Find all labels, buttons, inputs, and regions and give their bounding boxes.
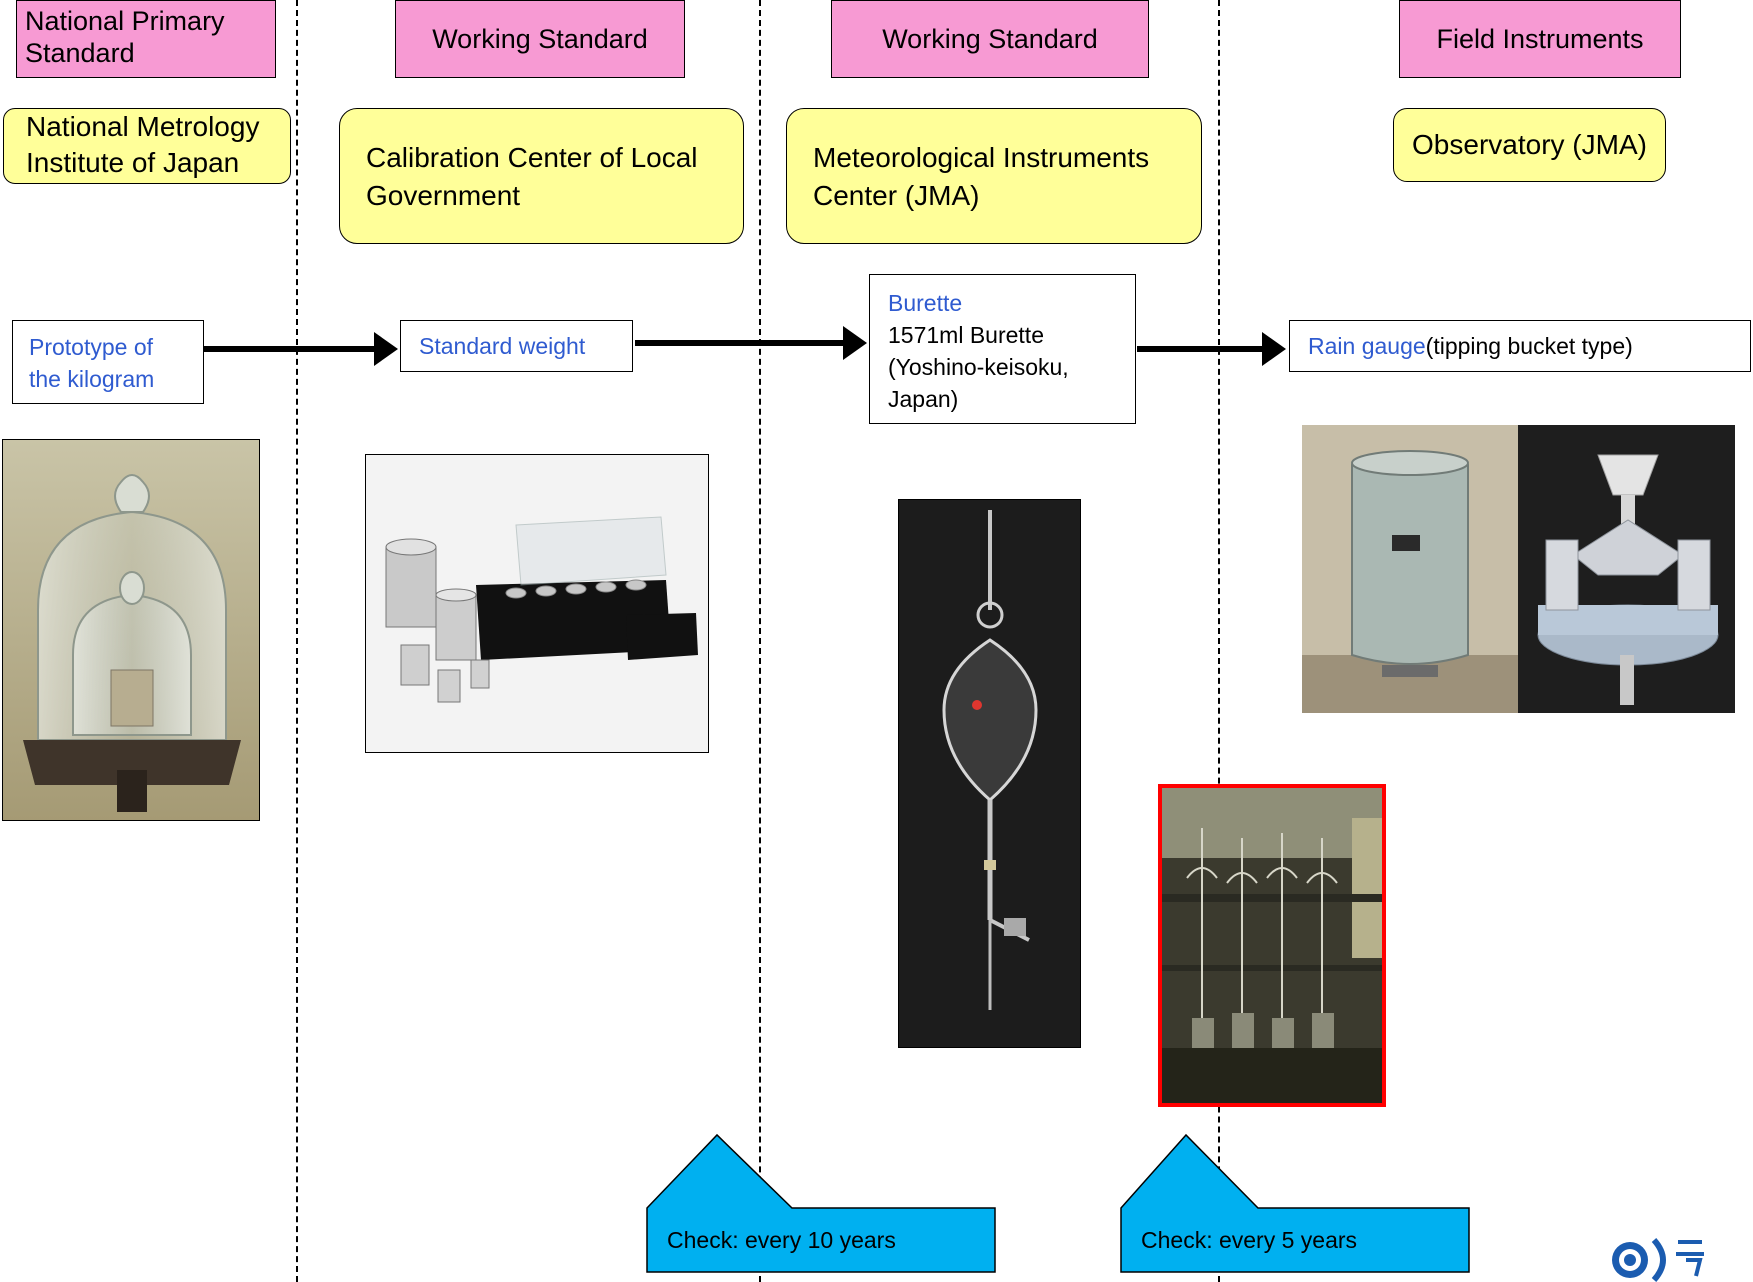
callout-5-years-text: Check: every 5 years <box>1141 1227 1358 1253</box>
column-divider-2 <box>759 0 761 1282</box>
org-national-metrology-institute: National Metrology Institute of Japan <box>3 108 291 184</box>
jma-logo-icon <box>1612 1237 1704 1282</box>
arrow-right-icon <box>1137 332 1286 366</box>
org-text: National Metrology Institute of Japan <box>26 111 260 178</box>
header-text: Working Standard <box>432 24 648 54</box>
org-text: Meteorological Instruments Center (JMA) <box>813 142 1150 211</box>
item-detail: Japan) <box>888 386 959 412</box>
header-working-standard-2: Working Standard <box>831 0 1149 78</box>
org-meteorological-instruments-center: Meteorological Instruments Center (JMA) <box>786 108 1202 244</box>
org-observatory: Observatory (JMA) <box>1393 108 1666 182</box>
item-detail: 1571ml Burette <box>888 322 1044 348</box>
item-text: Prototype of the kilogram <box>29 334 155 392</box>
header-field-instruments: Field Instruments <box>1399 0 1681 78</box>
header-text: National Primary Standard <box>25 6 225 68</box>
item-standard-weight: Standard weight <box>400 320 633 372</box>
item-title: Rain gauge <box>1308 333 1426 359</box>
header-text: Field Instruments <box>1436 24 1644 54</box>
callout-10-years-text: Check: every 10 years <box>667 1227 896 1253</box>
glass-burette-icon <box>898 499 1081 1048</box>
arrow-right-icon <box>635 326 867 360</box>
standard-weight-set-icon <box>365 454 709 753</box>
item-rain-gauge: Rain gauge(tipping bucket type) <box>1289 320 1751 372</box>
item-text: Standard weight <box>419 333 586 359</box>
org-calibration-center: Calibration Center of Local Government <box>339 108 744 244</box>
item-burette: Burette 1571ml Burette (Yoshino-keisoku,… <box>869 274 1136 424</box>
callout-5-years-shape <box>1120 1133 1470 1273</box>
item-detail: (Yoshino-keisoku, <box>888 354 1069 380</box>
rain-gauge-exterior-icon <box>1302 425 1518 713</box>
header-working-standard-1: Working Standard <box>395 0 685 78</box>
header-national-primary-standard: National Primary Standard <box>16 0 276 78</box>
tipping-bucket-mechanism-icon <box>1518 425 1735 713</box>
item-detail: (tipping bucket type) <box>1425 333 1633 359</box>
column-divider-1 <box>296 0 298 1282</box>
item-title: Burette <box>888 290 963 316</box>
arrow-right-icon <box>204 332 398 366</box>
column-divider-3 <box>1218 0 1220 1282</box>
calibration-lab-burettes-icon <box>1158 784 1386 1107</box>
org-text: Calibration Center of Local Government <box>366 142 698 211</box>
org-text: Observatory (JMA) <box>1412 129 1647 160</box>
callout-10-years-shape <box>646 1133 996 1273</box>
kilogram-prototype-under-bell-jars-icon <box>2 439 260 821</box>
header-text: Working Standard <box>882 24 1098 54</box>
item-prototype-kilogram: Prototype of the kilogram <box>12 320 204 404</box>
